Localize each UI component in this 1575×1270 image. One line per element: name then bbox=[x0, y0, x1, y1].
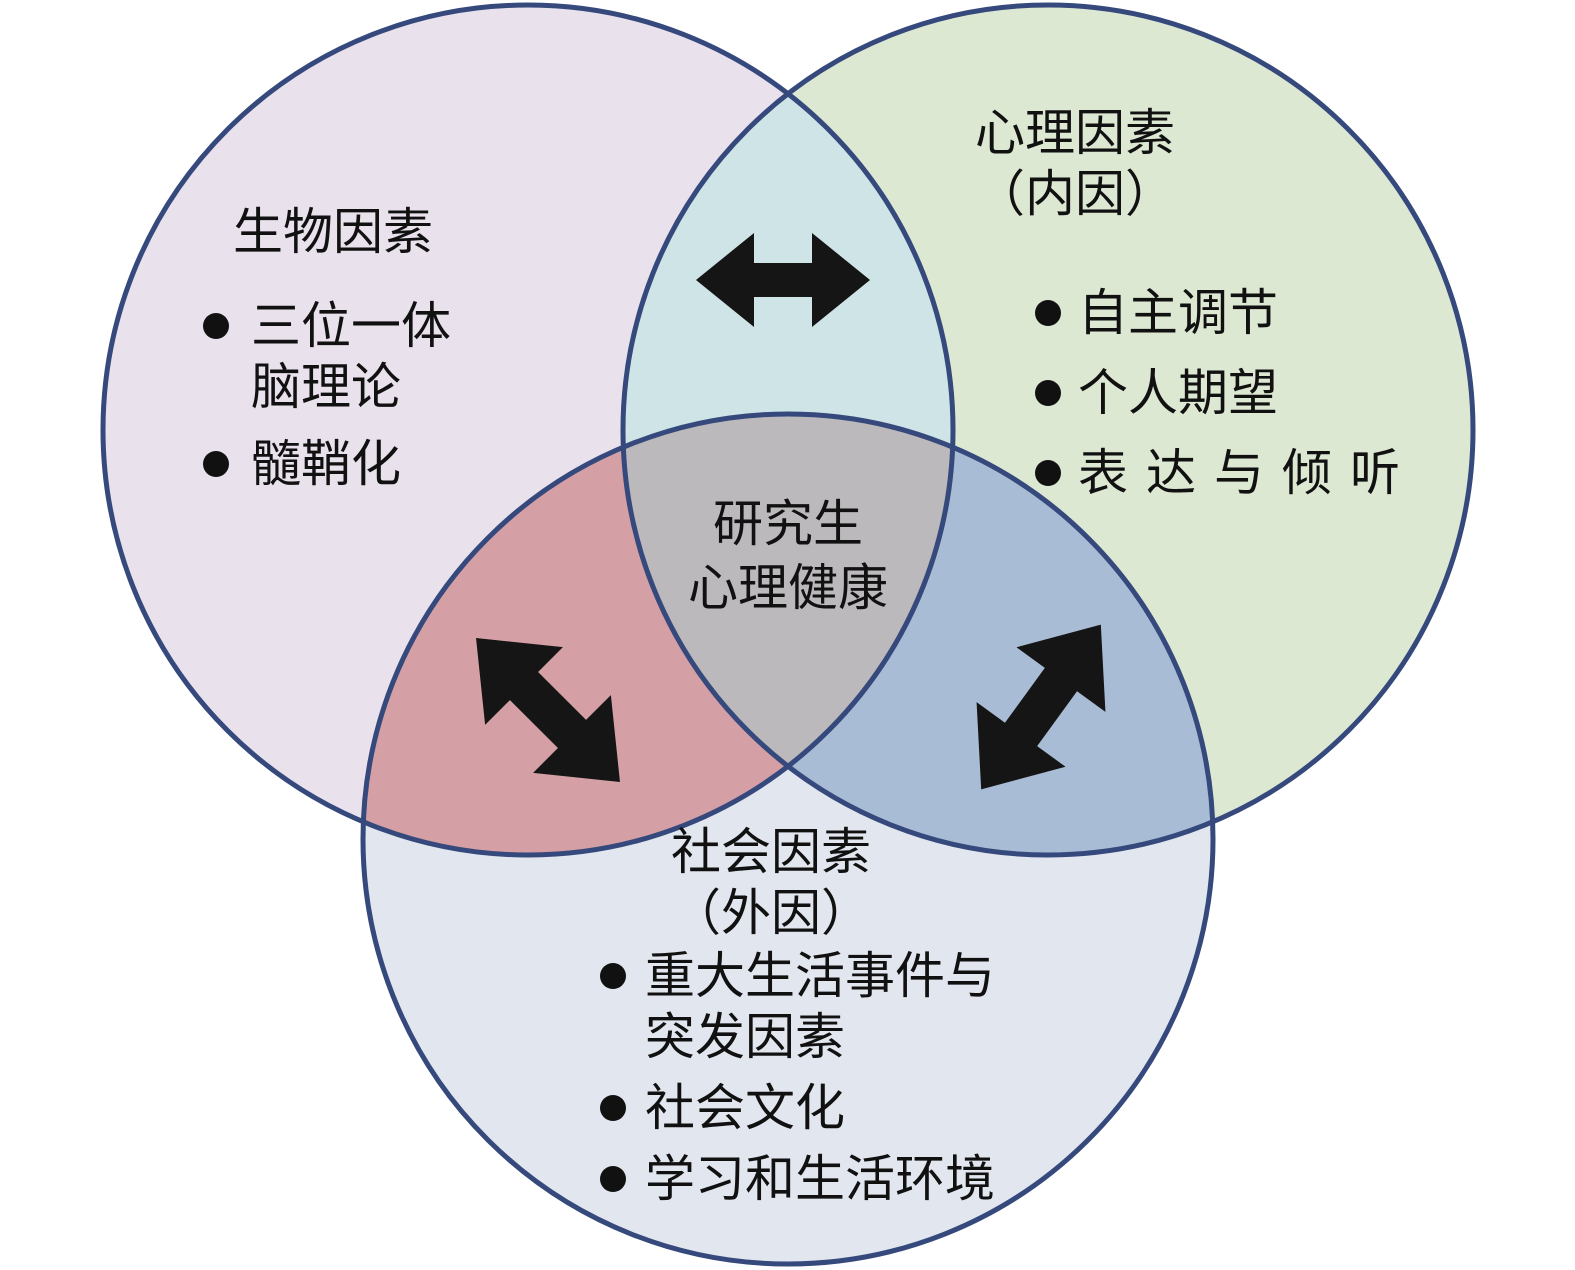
double-arrow-icon-psy-soc bbox=[976, 624, 1106, 790]
bullet-icon bbox=[1035, 380, 1061, 406]
list-item-line: 表达与倾听 bbox=[1078, 444, 1418, 502]
list-item-line: 个人期望 bbox=[1078, 364, 1278, 422]
bullet-icon bbox=[600, 963, 626, 989]
list-item: 自主调节 bbox=[1035, 283, 1418, 344]
psychological-heading: 心理因素 （内因） bbox=[975, 103, 1175, 225]
double-arrow-icon-bio-soc bbox=[476, 638, 620, 782]
list-item: 个人期望 bbox=[1035, 363, 1418, 424]
list-item-line: 自主调节 bbox=[1078, 284, 1278, 342]
list-item-line: 脑理论 bbox=[251, 358, 401, 416]
list-item-line: 突发因素 bbox=[645, 1008, 845, 1066]
list-item: 重大生活事件与 突发因素 bbox=[600, 946, 995, 1068]
list-item-line: 社会文化 bbox=[645, 1079, 845, 1137]
bullet-icon bbox=[203, 451, 229, 477]
list-item-line: 三位一体 bbox=[251, 297, 451, 355]
circle-biological-outline bbox=[100, 2, 956, 858]
double-arrow-icon-bio-psy bbox=[696, 233, 870, 327]
list-item-line: 髓鞘化 bbox=[251, 435, 401, 493]
list-item: 学习和生活环境 bbox=[600, 1149, 995, 1210]
biological-heading: 生物因素 bbox=[233, 203, 433, 261]
bullet-icon bbox=[203, 313, 229, 339]
center-label-line: 研究生 bbox=[713, 495, 863, 553]
heading-line: 社会因素 bbox=[671, 823, 871, 881]
social-bullet-list: 重大生活事件与 突发因素 社会文化 学习和生活环境 bbox=[600, 946, 995, 1220]
center-overlap-label: 研究生 心理健康 bbox=[628, 492, 948, 620]
social-heading: 社会因素 （外因） bbox=[571, 822, 971, 944]
bullet-icon bbox=[1035, 460, 1061, 486]
heading-line: （外因） bbox=[671, 884, 871, 942]
bullet-icon bbox=[1035, 300, 1061, 326]
center-label-line: 心理健康 bbox=[688, 559, 888, 617]
list-item: 三位一体 脑理论 bbox=[203, 296, 451, 418]
bullet-icon bbox=[600, 1166, 626, 1192]
biological-bullet-list: 三位一体 脑理论 髓鞘化 bbox=[203, 296, 451, 511]
bullet-icon bbox=[600, 1095, 626, 1121]
list-item-line: 重大生活事件与 bbox=[645, 947, 995, 1005]
list-item: 表达与倾听 bbox=[1035, 443, 1418, 504]
circle-psychological-outline bbox=[620, 2, 1476, 858]
list-item: 髓鞘化 bbox=[203, 434, 451, 495]
list-item: 社会文化 bbox=[600, 1078, 995, 1139]
psychological-bullet-list: 自主调节 个人期望 表达与倾听 bbox=[1035, 283, 1418, 523]
heading-line: （内因） bbox=[975, 165, 1175, 223]
circle-social-outline bbox=[360, 411, 1216, 1267]
list-item-line: 学习和生活环境 bbox=[645, 1150, 995, 1208]
heading-line: 心理因素 bbox=[975, 104, 1175, 162]
